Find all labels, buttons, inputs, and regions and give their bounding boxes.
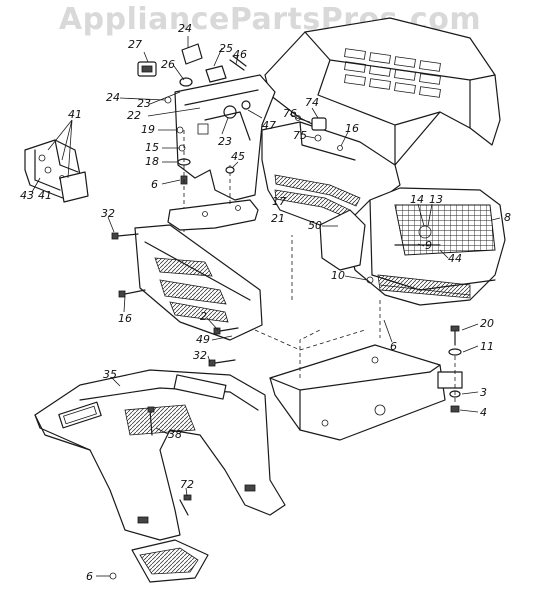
callout-24-top: 24 [178,22,192,35]
callout-38: 38 [168,428,182,441]
callout-4: 4 [480,406,487,419]
callout-19: 19 [141,123,155,136]
callout-labels: 27 24 25 46 26 24 23 22 19 23 15 18 6 47… [20,22,511,583]
callout-16-right: 16 [345,122,359,135]
grille-nose-part [344,187,506,306]
callout-6-right: 6 [390,340,397,353]
callout-6-bottom: 6 [86,570,93,583]
callout-15: 15 [145,141,159,154]
key-switch-parts [137,43,247,104]
assembly-lines [254,235,381,351]
panel-screws [111,232,239,367]
frame-hardware [448,325,462,413]
callout-43: 43 [20,189,34,202]
callout-20: 20 [480,317,494,330]
callout-11: 11 [480,340,494,353]
callout-72: 72 [180,478,194,491]
callout-46: 46 [233,48,247,61]
latch-hardware [295,115,343,151]
callout-41: 41 [38,189,52,202]
callout-47: 47 [262,119,276,132]
callout-23: 23 [137,97,151,110]
hood-vents [344,48,441,98]
callout-75: 75 [293,129,307,142]
callout-32-top: 32 [101,207,115,220]
support-bracket-part [167,165,259,231]
callout-6: 6 [151,178,158,191]
leader-lines [31,36,501,577]
callout-27: 27 [128,38,142,51]
frame-chassis-part [269,329,463,441]
callout-45: 45 [231,150,245,163]
front-panel-part [319,209,374,284]
callout-76: 76 [283,107,297,120]
callout-22: 22 [127,109,141,122]
callout-8: 8 [504,211,511,224]
callout-21: 21 [271,212,285,225]
callout-50: 50 [308,219,322,232]
callout-49: 49 [196,333,210,346]
callout-10: 10 [331,269,345,282]
callout-23-center: 23 [218,135,232,148]
callout-13: 13 [429,193,443,206]
callout-41-top: 41 [68,108,82,121]
callout-26: 26 [161,58,175,71]
rear-panel-part [134,224,263,341]
callout-17: 17 [272,195,286,208]
rear-fender-part [34,369,286,541]
callout-74: 74 [305,96,319,109]
step-plate-part [109,494,209,583]
steering-bracket-part [24,139,89,203]
callout-16: 16 [118,312,132,325]
callout-2: 2 [200,310,207,323]
callout-32: 32 [193,349,207,362]
callout-25: 25 [219,42,233,55]
callout-35: 35 [103,368,117,381]
callout-14: 14 [410,193,424,206]
callout-44: 44 [448,252,462,265]
callout-18: 18 [145,155,159,168]
callout-9: 9 [425,239,432,252]
callout-24: 24 [106,91,120,104]
dash-panel-part [174,74,276,201]
callout-3: 3 [480,386,487,399]
